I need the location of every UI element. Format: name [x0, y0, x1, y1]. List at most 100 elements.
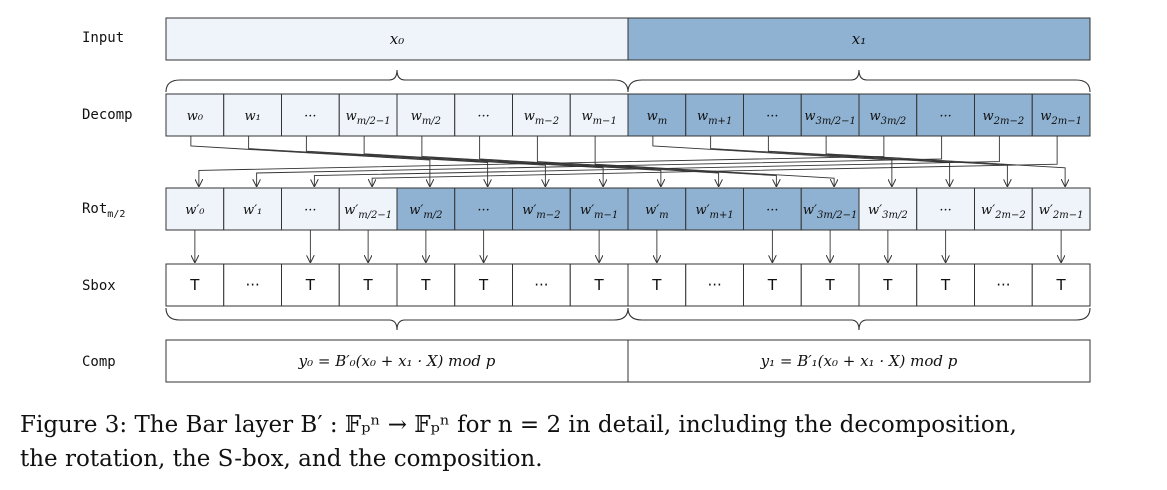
sbox-cell-label: ···	[245, 276, 259, 294]
sbox-cell	[800, 263, 860, 307]
decomp-cell-label: w2m−1	[1040, 109, 1082, 127]
rotation-arrow	[305, 136, 545, 186]
decomp-cell-label: wm	[647, 109, 668, 127]
decomp-cell-label: w3m/2−1	[804, 109, 855, 127]
decomp-cell-label: wm−2	[524, 109, 559, 127]
caption-line-1: Figure 3: The Bar layer B′ : 𝔽ₚⁿ → 𝔽ₚⁿ f…	[20, 412, 1017, 438]
sbox-cell-label: T	[420, 276, 431, 294]
rot-cell	[281, 187, 340, 231]
sbox-cell-label: T	[594, 276, 605, 294]
rot-cell-label: ···	[304, 203, 316, 218]
decomp-cell	[685, 93, 744, 137]
rot-cell-label: w′3m/2−1	[803, 203, 857, 221]
rotation-arrow	[190, 136, 430, 186]
rot-cell-label: w′3m/2	[868, 203, 908, 221]
rot-cell	[512, 187, 571, 231]
rot-cell	[165, 187, 225, 231]
rotation-arrow	[257, 136, 943, 186]
sbox-cell	[627, 263, 687, 307]
sbox-cell-label: T	[882, 276, 893, 294]
sbox-cell-label: T	[767, 276, 778, 294]
decomp-cell-label: wm+1	[697, 109, 732, 127]
sbox-cell-label: T	[305, 276, 316, 294]
rotation-arrow	[594, 136, 834, 186]
rot-cell-label: w′2m−2	[981, 203, 1026, 221]
rot-cell-label: ···	[477, 203, 489, 218]
rotation-arrow	[767, 136, 1007, 186]
sbox-arrows	[195, 230, 1061, 262]
sbox-cell	[569, 263, 629, 307]
rotation-arrow	[652, 136, 892, 186]
sbox-cell	[974, 263, 1033, 307]
rot-cell	[223, 187, 282, 231]
sbox-cell-label: T	[1056, 276, 1067, 294]
rot-cell	[916, 187, 975, 231]
decomp-cell	[858, 93, 918, 137]
decomp-cell-label: wm/2	[411, 109, 441, 127]
sbox-cell	[1031, 263, 1091, 307]
brace	[165, 69, 629, 93]
decomp-cell-label: w2m−2	[983, 109, 1025, 127]
row-label-decomp: Decomp	[82, 107, 133, 123]
rot-cell	[569, 187, 629, 231]
rot-cell	[1031, 187, 1091, 231]
rotation-arrow	[710, 136, 950, 186]
sbox-cell-label: T	[651, 276, 662, 294]
brace	[627, 307, 1091, 331]
rotation-arrow	[479, 136, 719, 186]
decomp-cell	[569, 93, 629, 137]
input-cell-label: x₁	[852, 30, 866, 48]
brace	[165, 307, 629, 331]
sbox-cell	[685, 263, 744, 307]
comp-cell-label: y₀ = B′₀(x₀ + x₁ · X) mod p	[298, 352, 496, 370]
decomp-cell	[223, 93, 282, 137]
sbox-cell-label: ···	[996, 276, 1010, 294]
sbox-cell-label: ···	[534, 276, 548, 294]
decomp-cell	[165, 93, 225, 137]
rot-cell	[743, 187, 802, 231]
decomp-cell	[396, 93, 456, 137]
rot-cell-label: w′2m−1	[1039, 203, 1084, 221]
rot-cell	[338, 187, 398, 231]
braces	[165, 69, 1091, 331]
rot-cell-label: w′m+1	[695, 203, 733, 221]
decomp-cell	[338, 93, 398, 137]
decomp-cell	[627, 93, 687, 137]
figure-caption: Figure 3: The Bar layer B′ : 𝔽ₚⁿ → 𝔽ₚⁿ f…	[20, 408, 1160, 476]
sbox-cell	[512, 263, 571, 307]
rot-cell-label: w′m/2	[409, 203, 442, 221]
comp-cell	[165, 339, 629, 383]
brace	[627, 69, 1091, 93]
rot-cell-label: w′m/2−1	[344, 203, 392, 221]
rotation-arrow	[248, 136, 488, 186]
rot-cell	[396, 187, 456, 231]
rotation-arrows	[190, 136, 1065, 186]
rotation-arrow	[363, 136, 603, 186]
rot-cell	[800, 187, 860, 231]
decomp-cell-label: wm−1	[581, 109, 616, 127]
decomp-cell	[743, 93, 802, 137]
decomp-cell-label: ···	[477, 109, 489, 124]
decomp-cell	[1031, 93, 1091, 137]
rotation-arrow	[825, 136, 1065, 186]
sbox-cell	[858, 263, 918, 307]
input-cell	[627, 17, 1091, 61]
decomp-cell-label: wm/2−1	[346, 109, 391, 127]
row-label-comp: Comp	[82, 354, 116, 370]
rot-cell-label: w′m−1	[580, 203, 618, 221]
sbox-cell	[396, 263, 456, 307]
rot-cell	[685, 187, 744, 231]
rotation-arrow	[372, 136, 1058, 186]
rot-cell-label: ···	[939, 203, 951, 218]
sbox-cell-label: ···	[707, 276, 721, 294]
rotation-arrow	[199, 136, 885, 186]
sbox-cell-label: T	[940, 276, 951, 294]
rot-cell-label: w′₁	[243, 203, 262, 218]
rot-cell-label: w′m−2	[522, 203, 560, 221]
comp-cell	[627, 339, 1091, 383]
